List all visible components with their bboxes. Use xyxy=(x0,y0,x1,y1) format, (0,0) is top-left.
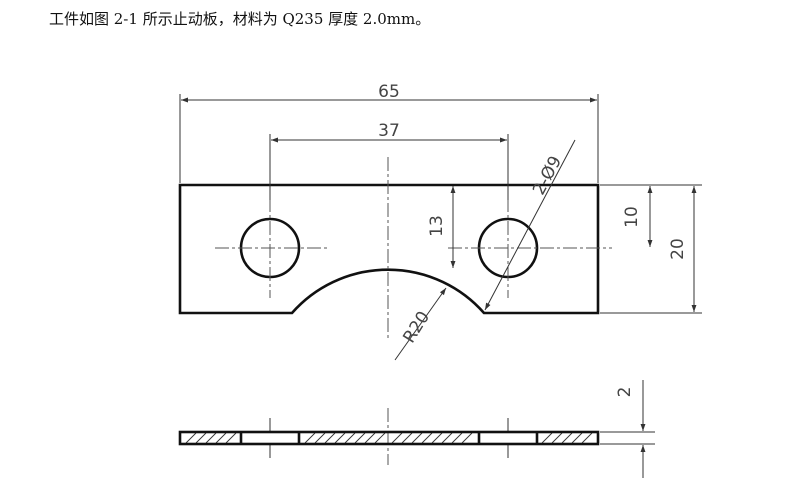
dimension-overall-width: 65 xyxy=(179,82,599,183)
side-outline xyxy=(178,430,600,446)
dim-label-37: 37 xyxy=(378,121,400,141)
dimension-arc-radius: R20 xyxy=(394,287,447,361)
section-hatching xyxy=(185,432,593,444)
dimension-thickness: 2 xyxy=(600,380,655,478)
dim-label-r20: R20 xyxy=(399,308,434,347)
dimension-hole-height: 13 xyxy=(427,186,456,268)
plate-side-view xyxy=(178,408,600,465)
dim-label-10: 10 xyxy=(622,206,642,228)
dim-label-2: 2 xyxy=(615,387,635,398)
dim-label-hole-spec: 2-Ø9 xyxy=(529,153,566,199)
plate-outline xyxy=(178,183,600,315)
problem-caption: 工件如图 2-1 所示止动板，材料为 Q235 厚度 2.0mm。 xyxy=(49,10,431,28)
dimension-overall-height: 20 xyxy=(600,184,702,314)
dimension-hole-spacing: 37 xyxy=(269,121,509,200)
dim-label-13: 13 xyxy=(427,215,447,237)
dim-label-65: 65 xyxy=(378,82,400,102)
dimension-hole-diameter: 2-Ø9 xyxy=(484,139,576,311)
dimension-hole-center-offset: 10 xyxy=(600,184,662,247)
plate-top-view xyxy=(178,157,612,340)
dim-label-20: 20 xyxy=(668,238,688,260)
